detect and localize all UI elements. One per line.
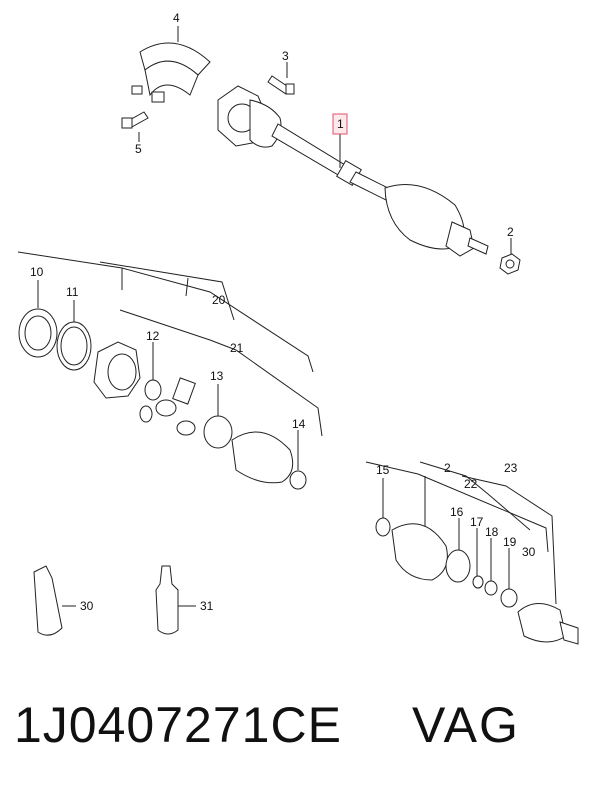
clamp-13	[203, 415, 233, 449]
drive-shaft-assembly	[121, 42, 521, 275]
outer-joint-kit	[517, 603, 567, 643]
callout-17: 17	[470, 515, 484, 529]
inner-boot	[249, 99, 282, 148]
ring-18	[484, 580, 498, 596]
callout-13: 13	[210, 369, 224, 383]
boot-inner-kit	[231, 431, 294, 484]
callout-11: 11	[66, 285, 79, 299]
callout-2b: 2	[444, 461, 451, 475]
callout-20: 20	[212, 293, 226, 307]
tripod	[139, 377, 196, 436]
callout-30: 30	[80, 599, 94, 613]
boot-outer-kit	[391, 523, 448, 581]
ring-19	[500, 588, 518, 608]
callout-21: 21	[230, 341, 244, 355]
callout-1-highlight	[332, 113, 348, 135]
callout-5: 5	[135, 142, 142, 156]
callout-19: 19	[503, 535, 517, 549]
heat-shield	[131, 42, 211, 103]
bolt-3	[267, 75, 295, 95]
grease-tube-30	[33, 565, 76, 636]
callout-10: 10	[30, 265, 44, 279]
shaft	[271, 123, 393, 201]
inner-repair-kit	[17, 251, 323, 490]
callout-3: 3	[282, 49, 289, 63]
part-number: 1J0407271CE	[14, 697, 342, 753]
callout-30-kit: 30	[522, 545, 536, 559]
grease-bottle-31	[155, 565, 196, 635]
callout-18: 18	[485, 525, 499, 539]
callout-1: 1	[337, 117, 344, 131]
clamp-15	[375, 517, 391, 537]
brand-label: VAG	[412, 697, 520, 753]
callout-16: 16	[450, 505, 464, 519]
ring-17	[472, 575, 484, 589]
clamp-16	[445, 549, 471, 583]
circlip-12	[144, 379, 162, 401]
callout-labels: 4 3 5 1 2 10 11 20 12 21 13 14 15 2 23 2…	[30, 11, 536, 613]
nut-2	[499, 253, 521, 275]
clamp-14	[289, 470, 307, 490]
callout-22: 22	[464, 477, 478, 491]
bolt-5	[121, 111, 149, 129]
callout-23: 23	[504, 461, 518, 475]
callout-14: 14	[292, 417, 306, 431]
callout-15: 15	[376, 463, 390, 477]
outer-repair-kit	[365, 461, 579, 645]
callout-4: 4	[173, 11, 180, 25]
leaders-top	[138, 26, 512, 254]
outer-cv-joint	[445, 221, 489, 257]
callout-2: 2	[507, 225, 514, 239]
callout-31: 31	[200, 599, 214, 613]
callout-12: 12	[146, 329, 160, 343]
